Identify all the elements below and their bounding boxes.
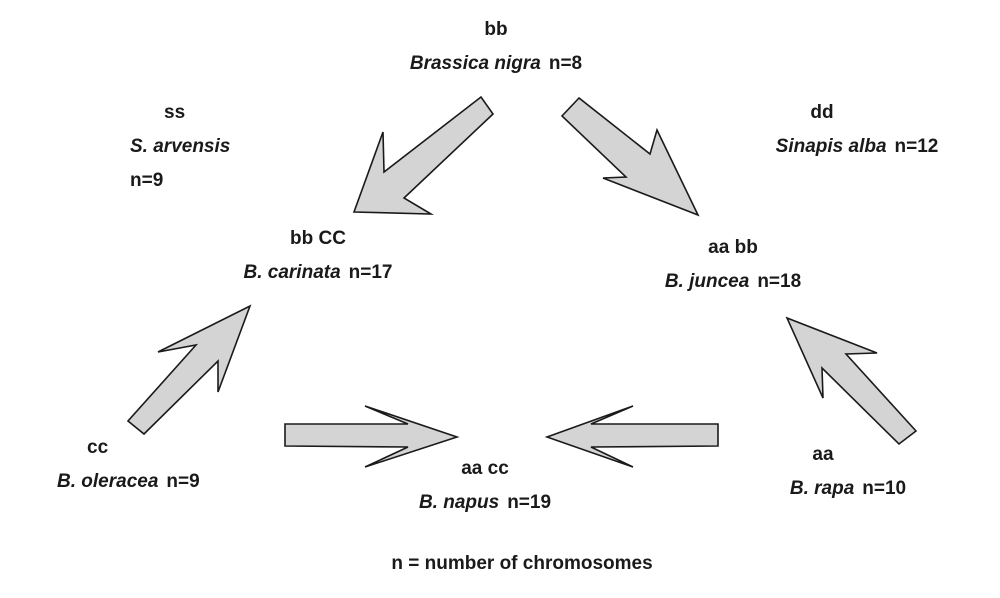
arrow-rapa-to-napus xyxy=(544,405,719,468)
arrow-nigra-to-juncea xyxy=(560,96,700,217)
chromosome-count: n=12 xyxy=(894,136,939,157)
genome-label: ss xyxy=(164,102,186,123)
species-name: Sinapis alba xyxy=(775,136,887,157)
node-brassica-nigra: bb Brassica nigra n=8 xyxy=(410,13,582,81)
genome-label: aa bb xyxy=(708,237,758,258)
node-b-napus: aa cc B. napus n=19 xyxy=(419,452,551,520)
species-name: B. rapa xyxy=(789,478,855,499)
node-b-oleracea: cc B. oleracea n=9 xyxy=(57,431,200,499)
species-name: S. arvensis xyxy=(130,136,231,157)
arrow-oleracea-to-carinata xyxy=(126,304,252,436)
chromosome-count: n=19 xyxy=(507,492,552,513)
genome-label: cc xyxy=(87,437,109,458)
chromosome-count: n=17 xyxy=(348,262,393,283)
chromosome-count: n=9 xyxy=(166,471,200,492)
species-name: B. juncea xyxy=(664,271,750,292)
genome-label: dd xyxy=(810,102,834,123)
genome-label: bb CC xyxy=(290,228,346,249)
genome-label: bb xyxy=(484,19,508,40)
chromosome-count: n=9 xyxy=(130,170,164,191)
arrow-oleracea-to-napus xyxy=(284,405,460,468)
node-b-carinata: bb CC B. carinata n=17 xyxy=(244,222,393,290)
node-sinapis-alba: dd Sinapis alba n=12 xyxy=(776,96,939,164)
arrow-nigra-to-carinata xyxy=(352,95,495,215)
genome-label: aa cc xyxy=(461,458,509,479)
node-b-rapa: aa B. rapa n=10 xyxy=(790,438,906,506)
species-name: B. carinata xyxy=(243,262,341,283)
chromosome-count: n=10 xyxy=(862,478,907,499)
chromosome-count: n=18 xyxy=(757,271,802,292)
species-name: B. napus xyxy=(418,492,500,513)
species-name: B. oleracea xyxy=(57,471,159,492)
node-b-juncea: aa bb B. juncea n=18 xyxy=(665,231,801,299)
species-name: Brassica nigra xyxy=(409,53,541,74)
arrow-rapa-to-juncea xyxy=(785,316,918,446)
legend-note: n = number of chromosomes xyxy=(391,553,653,574)
chromosome-count: n=8 xyxy=(548,53,583,74)
genome-label: aa xyxy=(812,444,834,465)
node-s-arvensis: ss S. arvensis n=9 xyxy=(130,96,230,198)
